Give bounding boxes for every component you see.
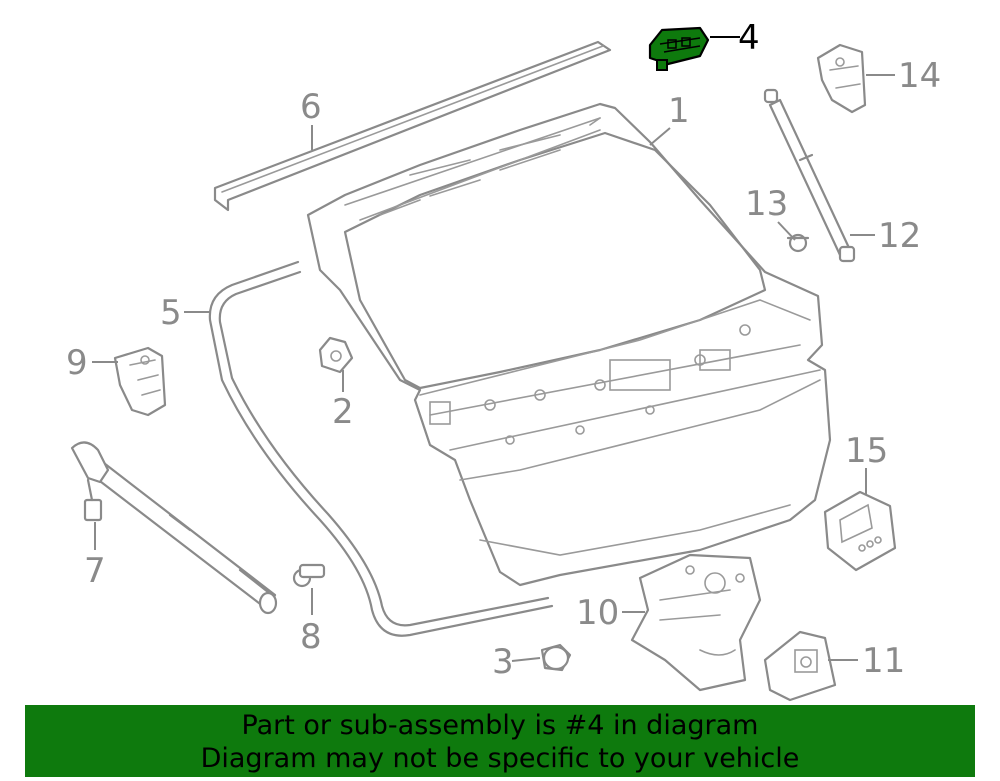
part-7-strut[interactable] <box>70 441 278 615</box>
leader-lines <box>92 36 895 662</box>
part-2-bracket[interactable] <box>318 336 354 374</box>
banner-line-1: Part or sub-assembly is #4 in diagram <box>241 710 759 741</box>
info-banner: Part or sub-assembly is #4 in diagram Di… <box>25 705 975 777</box>
part-9-hinge[interactable] <box>113 346 167 417</box>
part-1-liftgate[interactable] <box>306 102 832 587</box>
callout-1: 1 <box>668 91 690 131</box>
callout-15: 15 <box>845 431 888 471</box>
callout-13: 13 <box>745 184 788 224</box>
callout-5: 5 <box>160 293 182 333</box>
part-13-clip[interactable] <box>786 233 810 253</box>
callout-12: 12 <box>878 216 921 256</box>
part-11-striker[interactable] <box>763 630 837 702</box>
part-6-spoiler-strip[interactable] <box>213 40 612 212</box>
callout-14: 14 <box>898 56 941 96</box>
part-3-bumper[interactable] <box>540 643 572 672</box>
part-5-weatherstrip[interactable] <box>208 260 554 637</box>
callout-9: 9 <box>66 343 88 383</box>
banner-line-2: Diagram may not be specific to your vehi… <box>200 743 800 774</box>
callout-3: 3 <box>492 642 514 682</box>
callout-11: 11 <box>862 641 905 681</box>
callout-4: 4 <box>738 18 760 58</box>
callout-7: 7 <box>84 551 106 591</box>
callout-2: 2 <box>332 392 354 432</box>
part-12-strut[interactable] <box>763 88 856 263</box>
part-4-highlighted-part[interactable] <box>648 26 710 71</box>
part-8-bolt[interactable] <box>292 563 326 588</box>
callout-6: 6 <box>300 87 322 127</box>
part-14-hinge[interactable] <box>816 43 867 114</box>
callout-8: 8 <box>300 617 322 657</box>
callout-10: 10 <box>576 593 619 633</box>
part-15-module[interactable] <box>823 490 897 572</box>
part-10-latch[interactable] <box>630 553 762 692</box>
